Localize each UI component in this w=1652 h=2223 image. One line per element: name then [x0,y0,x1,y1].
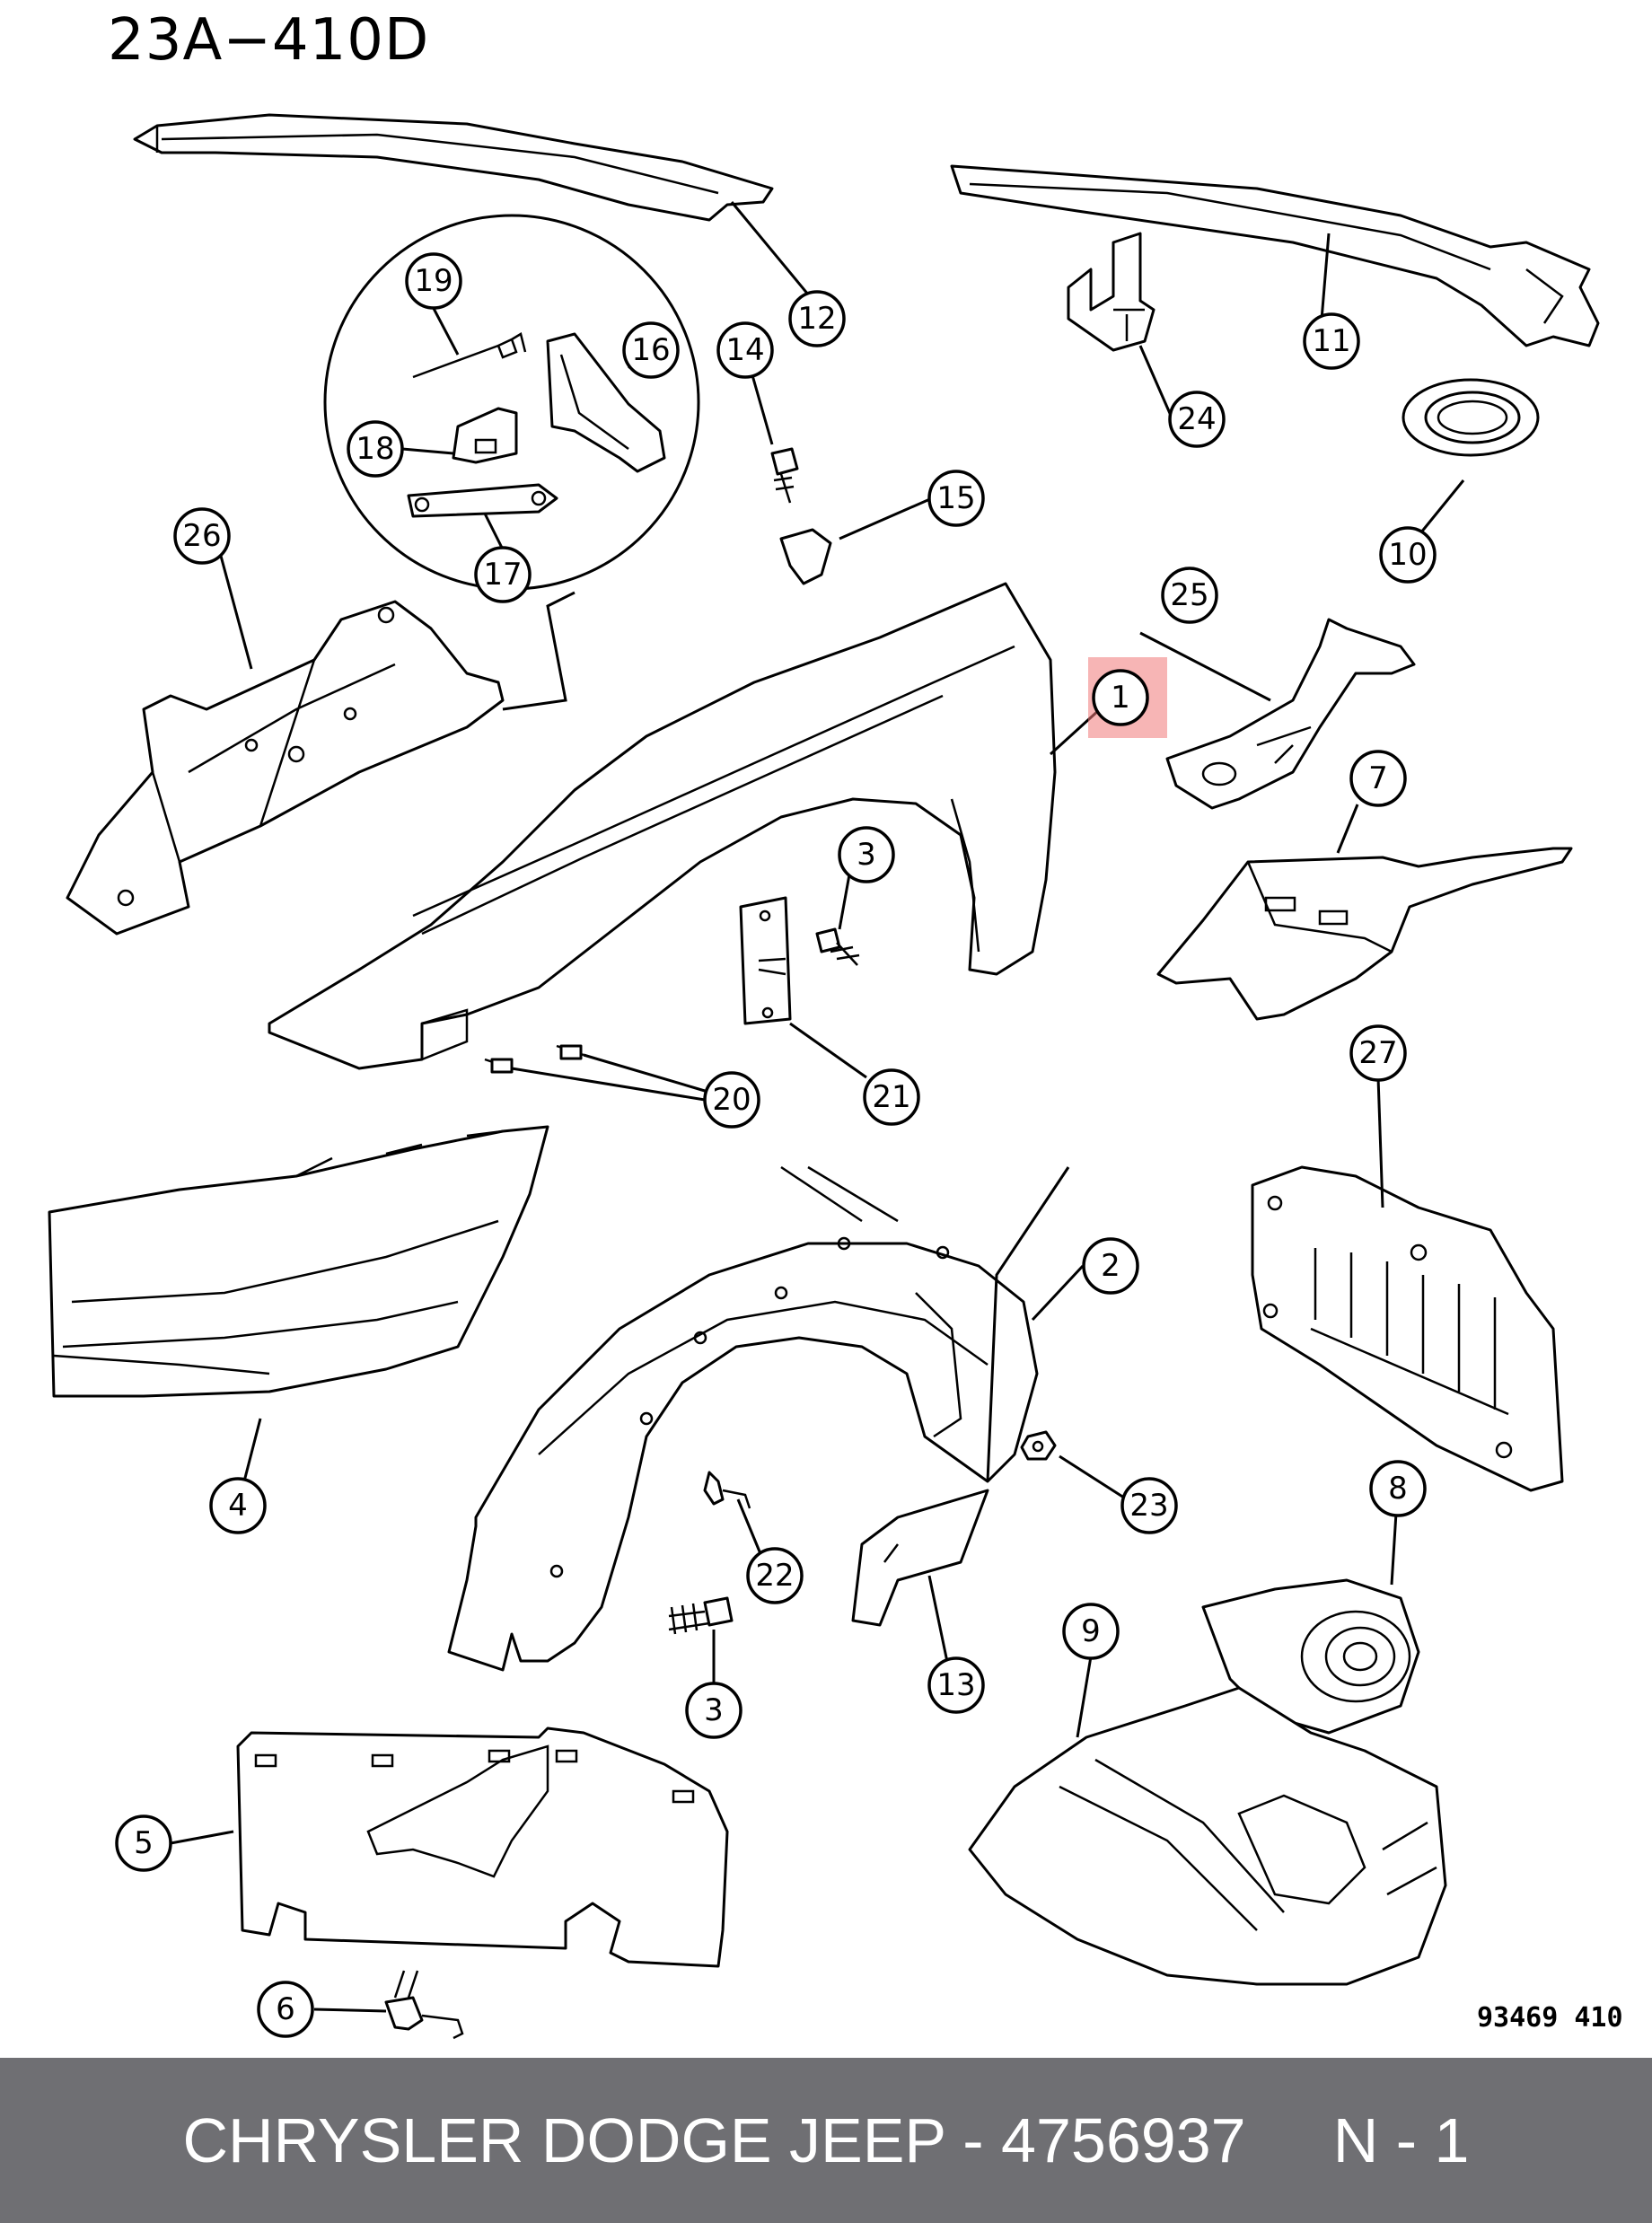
callout-9[interactable]: 9 [1062,1603,1120,1660]
svg-text:10: 10 [1388,537,1427,573]
part-9-inner-shield [968,1686,1447,1986]
svg-text:17: 17 [483,557,522,593]
svg-text:27: 27 [1358,1035,1397,1071]
part-1-fender [268,582,1057,1070]
svg-text:23: 23 [1129,1488,1168,1524]
svg-text:18: 18 [356,431,394,467]
part-3-bolt-lower [668,1596,734,1635]
part-14-bolt [770,447,799,504]
callout-7[interactable]: 7 [1349,750,1407,807]
leader-lines [170,201,1465,2013]
svg-text:6: 6 [276,1991,295,2027]
callout-21[interactable]: 21 [863,1068,920,1126]
part-12-cowl-strip [133,113,774,222]
callout-17[interactable]: 17 [474,546,532,603]
part-2-wheelhouse [447,1165,1039,1672]
diagram-code: 23A−410D [108,7,430,74]
footer-text: CHRYSLER DODGE JEEP - 4756937 N - 1 [182,2105,1470,2175]
part-25-bracket [1165,618,1416,810]
callout-18[interactable]: 18 [347,420,404,478]
svg-text:26: 26 [182,518,221,554]
callout-5[interactable]: 5 [115,1814,172,1872]
svg-text:11: 11 [1312,323,1350,359]
callout-1[interactable]: 1 [1092,669,1149,726]
svg-text:8: 8 [1388,1471,1408,1507]
svg-text:15: 15 [936,480,975,516]
svg-text:4: 4 [228,1488,248,1524]
callout-24[interactable]: 24 [1168,391,1226,448]
svg-text:1: 1 [1111,680,1130,716]
svg-text:5: 5 [134,1825,154,1861]
part-24-bracket [1067,232,1156,352]
part-3-bolt-upper [815,927,860,966]
callout-3-upper[interactable]: 3 [838,826,895,883]
svg-text:22: 22 [755,1558,794,1594]
part-5-splash-shield [236,1727,729,1968]
callout-14[interactable]: 14 [716,321,774,379]
callout-26[interactable]: 26 [173,507,231,565]
callout-25[interactable]: 25 [1161,567,1218,624]
callout-12[interactable]: 12 [788,290,846,347]
part-23-nut [1020,1430,1057,1461]
callout-22[interactable]: 22 [746,1547,804,1604]
svg-text:12: 12 [797,301,836,337]
callout-3-lower[interactable]: 3 [685,1682,743,1739]
part-7-reinforcement [1156,847,1573,1021]
parts-diagram: 1 2 3 3 4 5 6 7 8 9 10 11 12 13 14 15 16… [48,113,1600,2040]
svg-text:16: 16 [631,332,670,368]
reference-number: 93469 410 [1477,2002,1623,2034]
callout-2[interactable]: 2 [1082,1237,1139,1295]
part-21-plate [739,896,792,1025]
callout-23[interactable]: 23 [1120,1477,1178,1534]
callout-15[interactable]: 15 [927,470,985,527]
svg-text:7: 7 [1368,760,1388,796]
svg-text:3: 3 [704,1692,724,1728]
part-4-fascia [48,1125,549,1398]
detail-circle [323,214,700,591]
part-15-clip [779,528,832,585]
svg-text:9: 9 [1081,1613,1101,1649]
svg-text:20: 20 [712,1082,751,1118]
callout-27[interactable]: 27 [1349,1024,1407,1082]
part-27-panel [1251,1165,1564,1492]
svg-text:19: 19 [414,263,453,299]
footer-bar: CHRYSLER DODGE JEEP - 4756937 N - 1 [0,2058,1652,2223]
svg-text:13: 13 [936,1667,975,1703]
svg-text:24: 24 [1177,401,1216,437]
part-13-shield [851,1489,989,1627]
svg-text:2: 2 [1101,1248,1120,1284]
part-10-seal [1402,378,1540,457]
callout-8[interactable]: 8 [1369,1460,1427,1517]
svg-text:14: 14 [725,332,764,368]
part-6-clip [384,1970,464,2040]
svg-text:21: 21 [872,1079,910,1115]
callout-16[interactable]: 16 [622,321,680,379]
callout-19[interactable]: 19 [405,252,462,310]
callout-4[interactable]: 4 [209,1477,267,1534]
callout-11[interactable]: 11 [1303,312,1360,370]
callout-20[interactable]: 20 [703,1071,760,1129]
svg-text:3: 3 [857,837,876,873]
part-11-rail-strip [950,164,1600,347]
part-22-pushpin [703,1471,751,1509]
part-26-support [66,600,505,936]
callout-6[interactable]: 6 [257,1981,314,2038]
svg-text:25: 25 [1170,577,1208,613]
part-20-fasteners [484,1044,584,1074]
callout-10[interactable]: 10 [1379,526,1437,584]
callout-13[interactable]: 13 [927,1656,985,1714]
